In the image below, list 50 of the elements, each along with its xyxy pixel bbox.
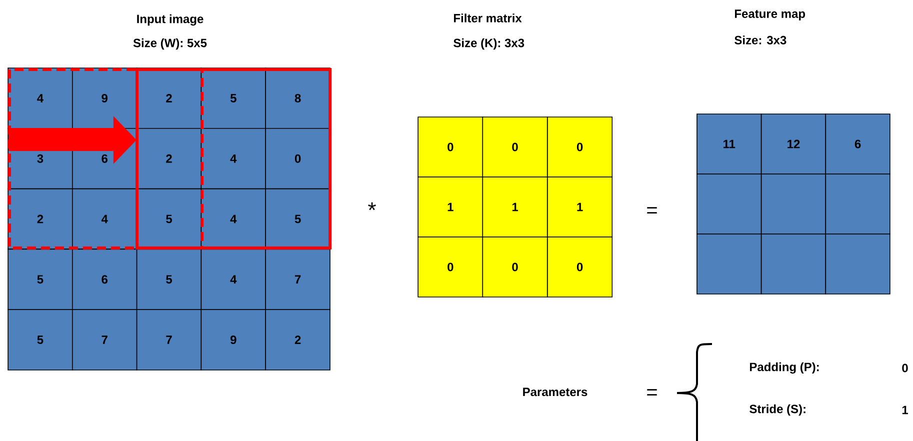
heading: Feature map <box>735 10 806 20</box>
matrix-cell: 4 <box>8 68 73 129</box>
matrix-cell: 7 <box>72 309 138 370</box>
parameter-value: 0 <box>902 364 908 372</box>
matrix-cell: 5 <box>136 188 202 250</box>
matrix-cell: 5 <box>265 188 330 250</box>
operator-sign: = <box>647 389 657 396</box>
feature-cell: 12 <box>760 114 826 174</box>
block-arrow <box>8 116 136 164</box>
matrix-cell: 5 <box>8 309 73 370</box>
matrix-cell: 2 <box>136 128 202 190</box>
filter-cell: 1 <box>547 176 613 238</box>
matrix-cell: 4 <box>72 188 138 250</box>
heading: Input image <box>137 14 204 26</box>
matrix-cell: 7 <box>265 248 330 310</box>
filter-cell: 0 <box>482 116 548 178</box>
matrix-cell: 9 <box>200 309 266 370</box>
matrix-cell: 6 <box>72 248 138 310</box>
filter-cell: 0 <box>547 236 613 298</box>
feature-cell: 11 <box>696 114 762 174</box>
filter-cell: 0 <box>547 116 613 178</box>
parameter-label: Parameters <box>523 388 588 396</box>
matrix-cell: 8 <box>265 68 330 129</box>
parameter-label: Stride (S): <box>750 404 806 416</box>
parameter-label: Padding (P): <box>750 362 819 374</box>
matrix-cell: 0 <box>265 128 330 190</box>
heading: Size (W): 5x5 <box>133 38 207 50</box>
filter-cell: 1 <box>482 176 548 238</box>
matrix-cell: 7 <box>136 309 202 370</box>
matrix-cell: 5 <box>136 248 202 310</box>
heading: Size (K): 3x3 <box>454 38 524 50</box>
filter-cell: 0 <box>418 236 484 298</box>
operator-sign: * <box>368 202 376 210</box>
matrix-cell: 5 <box>200 68 266 129</box>
matrix-cell: 4 <box>200 128 266 190</box>
filter-cell: 0 <box>482 236 548 298</box>
matrix-cell: 4 <box>200 248 266 310</box>
matrix-cell: 4 <box>200 188 266 250</box>
matrix-cell: 2 <box>8 188 73 250</box>
heading: Size: 3x3 <box>734 36 786 44</box>
matrix-cell: 2 <box>265 309 330 370</box>
matrix-cell: 9 <box>72 68 138 129</box>
operator-sign: = <box>647 207 657 214</box>
filter-cell: 0 <box>418 116 484 178</box>
heading: Filter matrix <box>454 14 522 22</box>
filter-cell: 1 <box>418 176 484 238</box>
matrix-cell: 2 <box>136 68 202 129</box>
parameter-value: 1 <box>902 406 908 414</box>
feature-cell: 6 <box>825 114 890 174</box>
matrix-cell: 5 <box>8 248 73 310</box>
